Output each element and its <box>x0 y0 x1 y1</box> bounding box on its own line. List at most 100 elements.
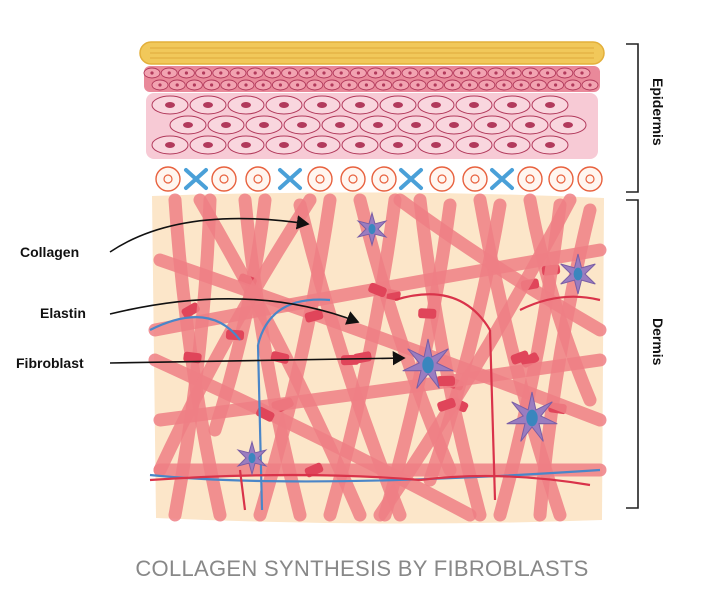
granular-nucleus <box>236 71 240 75</box>
granular-nucleus <box>442 71 446 75</box>
granular-nucleus <box>184 71 188 75</box>
fibroblast-label: Fibroblast <box>16 355 84 371</box>
granular-nucleus <box>330 83 334 87</box>
collagen-band <box>436 375 456 387</box>
granular-cells <box>143 67 599 91</box>
granular-nucleus <box>588 83 592 87</box>
spinous-nucleus <box>507 142 517 148</box>
spinous-nucleus <box>469 102 479 108</box>
basal-nucleus <box>163 174 173 184</box>
collagen-band <box>304 462 324 478</box>
basal-cell <box>429 166 455 192</box>
granular-nucleus <box>477 71 481 75</box>
spinous-nucleus <box>317 102 327 108</box>
spinous-nucleus <box>507 102 517 108</box>
basal-nucleus <box>556 174 566 184</box>
granular-nucleus <box>399 83 403 87</box>
langerhans-cell <box>184 168 208 190</box>
collagen-band <box>353 351 372 364</box>
granular-nucleus <box>408 71 412 75</box>
collagen-fiber <box>393 193 607 337</box>
granular-nucleus <box>580 71 584 75</box>
elastin-fibers <box>149 293 601 511</box>
basal-nucleus <box>470 174 480 184</box>
granular-nucleus <box>546 71 550 75</box>
granular-nucleus <box>485 83 489 87</box>
collagen-arrow <box>109 215 310 253</box>
granular-nucleus <box>261 83 265 87</box>
basal-nucleus <box>219 174 229 184</box>
granular-nucleus <box>356 71 360 75</box>
elastin-fiber <box>149 316 241 341</box>
spinous-nucleus <box>317 142 327 148</box>
langerhans-cell <box>490 168 514 190</box>
granular-nucleus <box>502 83 506 87</box>
granular-nucleus <box>305 71 309 75</box>
collagen-fiber <box>423 198 507 487</box>
basal-nucleus <box>585 174 595 184</box>
collagen-band <box>304 309 324 323</box>
elastin-fiber <box>394 293 491 331</box>
spinous-nucleus <box>203 102 213 108</box>
spinous-nucleus <box>297 122 307 128</box>
collagen-band <box>418 308 437 319</box>
granular-nucleus <box>536 83 541 87</box>
basal-cell <box>340 166 366 192</box>
spinous-nucleus <box>431 102 441 108</box>
spinous-nucleus <box>241 142 251 148</box>
dermis-label: Dermis <box>650 318 666 366</box>
granular-nucleus <box>227 83 231 87</box>
basal-cell <box>307 166 333 192</box>
collagen-fiber <box>153 253 607 427</box>
granular-nucleus <box>374 71 378 75</box>
granular-nucleus <box>202 71 206 75</box>
granular-nucleus <box>563 71 567 75</box>
elastin-fiber <box>488 329 497 501</box>
caption: COLLAGEN SYNTHESIS BY FIBROBLASTS <box>135 556 589 581</box>
granular-nucleus <box>296 83 300 87</box>
granular-nucleus <box>425 71 429 75</box>
elastin-fiber <box>519 295 601 311</box>
basal-cell <box>517 166 543 192</box>
spinous-cells <box>151 95 587 155</box>
granular-nucleus <box>347 83 351 87</box>
collagen-fiber <box>373 193 577 522</box>
collagen-band <box>183 351 202 364</box>
collagen-band <box>368 282 387 298</box>
basal-cells <box>155 166 603 192</box>
fibroblast-nucleus <box>422 356 434 374</box>
spinous-nucleus <box>165 102 175 108</box>
spinous-nucleus <box>259 122 269 128</box>
spinous-nucleus <box>165 142 175 148</box>
spinous-nucleus <box>449 122 459 128</box>
fibroblast-nucleus <box>573 267 583 281</box>
elastin-arrow <box>109 298 360 325</box>
elastin-fiber <box>256 298 331 346</box>
granular-nucleus <box>460 71 464 75</box>
collagen-fiber <box>153 353 607 427</box>
corneum-lines <box>150 47 594 59</box>
basal-nucleus <box>348 174 358 184</box>
granular-nucleus <box>519 83 523 87</box>
basal-cell <box>211 166 237 192</box>
granular-nucleus <box>468 83 472 87</box>
collagen-band <box>437 397 456 412</box>
granular-nucleus <box>192 83 196 87</box>
granular-nucleus <box>288 71 292 75</box>
spinous-nucleus <box>431 142 441 148</box>
fibroblast-nucleus <box>526 409 538 427</box>
collagen-label: Collagen <box>20 244 80 260</box>
granular-nucleus <box>167 71 171 75</box>
granular-nucleus <box>554 83 558 87</box>
granular-nucleus <box>150 71 154 75</box>
granular-nucleus <box>339 71 343 75</box>
basal-cell <box>548 166 574 192</box>
basal-nucleus <box>253 174 263 184</box>
granular-nucleus <box>416 83 420 87</box>
granular-nucleus <box>158 83 162 87</box>
dermis-bracket <box>626 199 639 509</box>
basal-nucleus <box>437 174 447 184</box>
spinous-nucleus <box>335 122 345 128</box>
fibroblast-nucleus <box>248 452 256 464</box>
